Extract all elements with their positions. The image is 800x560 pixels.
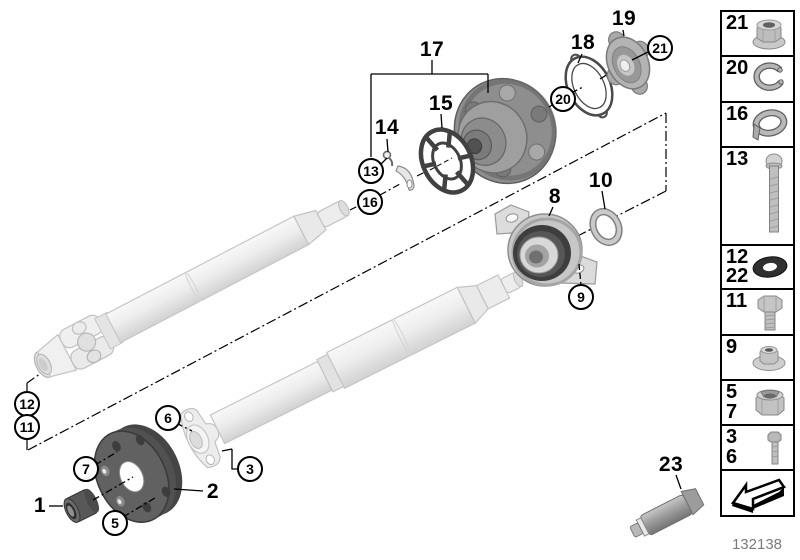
sidebar-label: 16 bbox=[726, 103, 749, 125]
sidebar-item-16[interactable]: 16 bbox=[720, 101, 795, 148]
callout-3[interactable]: 3 bbox=[237, 456, 263, 482]
front-propshaft-section bbox=[33, 199, 350, 378]
clamp-band-icon bbox=[752, 108, 788, 141]
callout-23[interactable]: 23 bbox=[658, 453, 684, 476]
sidebar-label: 7 bbox=[726, 401, 738, 423]
sidebar-item-5-7[interactable]: 5 7 bbox=[720, 379, 795, 426]
sidebar-item-11[interactable]: 11 bbox=[720, 288, 795, 336]
collar-nut-icon bbox=[752, 345, 786, 371]
callout-20[interactable]: 20 bbox=[550, 86, 576, 112]
leader-lines bbox=[49, 29, 682, 518]
sidebar-label: 6 bbox=[726, 446, 738, 468]
lock-nut-icon bbox=[755, 389, 785, 415]
sidebar-item-20[interactable]: 20 bbox=[720, 55, 795, 103]
sidebar-label: 11 bbox=[726, 290, 748, 312]
callout-10[interactable]: 10 bbox=[588, 169, 614, 192]
pilot-bushing bbox=[63, 488, 100, 524]
callout-1[interactable]: 1 bbox=[33, 494, 47, 517]
sidebar-item-3-6[interactable]: 3 6 bbox=[720, 424, 795, 471]
pressure-plate bbox=[605, 31, 651, 95]
cv-joint bbox=[453, 77, 557, 185]
sidebar-label: 13 bbox=[726, 148, 749, 170]
sidebar-item-arrow bbox=[720, 469, 795, 517]
figure-code: 132138 bbox=[731, 536, 783, 553]
callout-5[interactable]: 5 bbox=[102, 510, 128, 536]
callout-16[interactable]: 16 bbox=[357, 189, 383, 215]
callout-19[interactable]: 19 bbox=[611, 7, 637, 30]
callout-9[interactable]: 9 bbox=[568, 284, 594, 310]
sidebar-label: 20 bbox=[726, 57, 749, 79]
long-bolt-icon bbox=[765, 153, 783, 233]
callout-7[interactable]: 7 bbox=[73, 456, 99, 482]
sidebar-label: 3 bbox=[726, 426, 738, 448]
snap-ring-icon bbox=[753, 62, 784, 91]
sidebar-item-9[interactable]: 9 bbox=[720, 334, 795, 381]
sidebar-label: 22 bbox=[726, 265, 749, 287]
sidebar-item-12-22[interactable]: 12 22 bbox=[720, 244, 795, 290]
sidebar-label: 5 bbox=[726, 381, 738, 403]
callout-8[interactable]: 8 bbox=[548, 185, 562, 208]
part-thumbnail-column: 21 20 16 13 bbox=[720, 10, 795, 517]
sidebar-item-21[interactable]: 21 bbox=[720, 10, 795, 57]
sidebar-label: 21 bbox=[726, 12, 749, 34]
hex-bolt-icon bbox=[757, 295, 783, 331]
sidebar-item-13[interactable]: 13 bbox=[720, 146, 795, 246]
install-direction-arrow-icon bbox=[730, 478, 786, 513]
flange-nut-icon bbox=[752, 19, 786, 49]
rear-propshaft-section bbox=[180, 271, 524, 469]
callout-12[interactable]: 12 bbox=[14, 391, 40, 417]
washer-icon bbox=[752, 256, 788, 278]
callout-14[interactable]: 14 bbox=[374, 116, 400, 139]
grease-tube bbox=[629, 488, 705, 538]
callout-11[interactable]: 11 bbox=[14, 414, 40, 440]
clamp-band-side bbox=[395, 165, 415, 191]
callout-13[interactable]: 13 bbox=[358, 158, 384, 184]
sidebar-label: 9 bbox=[726, 336, 738, 358]
callout-6[interactable]: 6 bbox=[155, 405, 181, 431]
center-support-bearing bbox=[494, 204, 598, 287]
stud-bolt-icon bbox=[767, 431, 782, 464]
retaining-clip bbox=[382, 150, 394, 167]
callout-2[interactable]: 2 bbox=[206, 480, 220, 503]
sidebar-label: 12 bbox=[726, 246, 749, 268]
callout-15[interactable]: 15 bbox=[428, 92, 454, 115]
callout-21[interactable]: 21 bbox=[647, 35, 673, 61]
callout-17[interactable]: 17 bbox=[419, 38, 445, 61]
dust-ring bbox=[589, 207, 623, 247]
callout-18[interactable]: 18 bbox=[570, 31, 596, 54]
